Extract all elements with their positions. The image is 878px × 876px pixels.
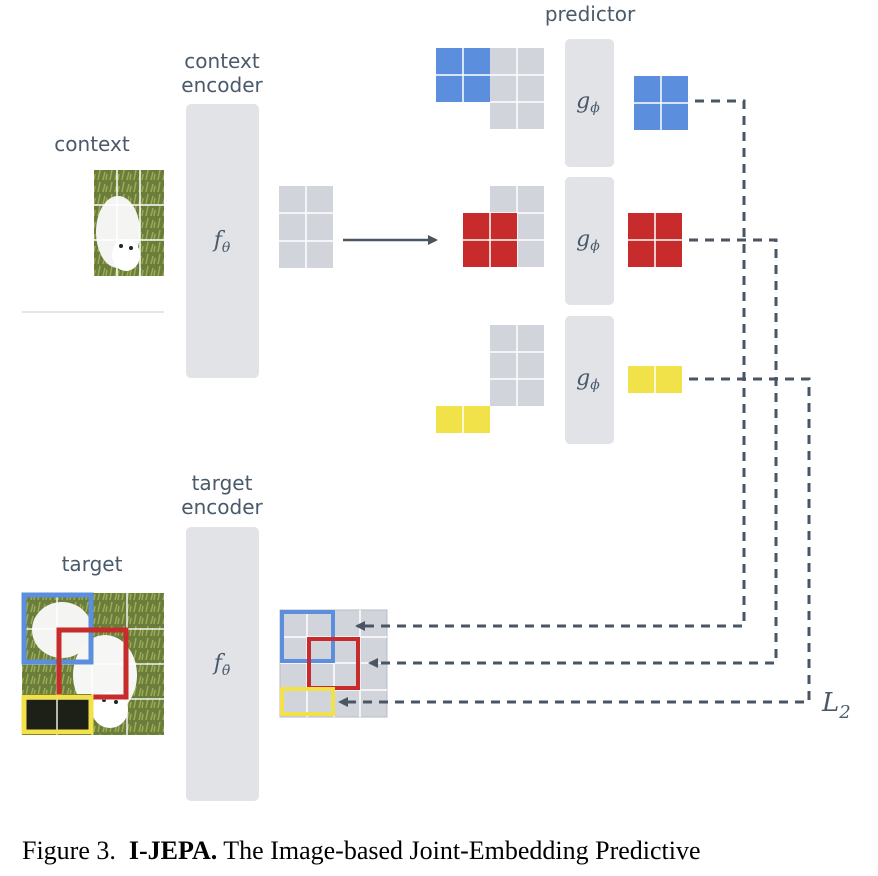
context-image <box>22 170 164 313</box>
figure-caption: Figure 3. I-JEPA. The Image-based Joint-… <box>22 836 872 866</box>
target-encoder-label-line2: encoder <box>181 495 263 519</box>
predictor-box-3: gϕ <box>565 316 614 444</box>
svg-text:gϕ: gϕ <box>576 227 600 254</box>
predictor-input-red <box>463 186 544 267</box>
target-encoder-label-line1: target <box>192 471 253 495</box>
predictor-box-2: gϕ <box>565 177 614 305</box>
predictor-box-1: gϕ <box>565 39 614 167</box>
target-label: target <box>62 552 123 576</box>
predictor-input-yellow <box>436 325 544 433</box>
svg-text:gϕ: gϕ <box>576 89 600 116</box>
svg-text:gϕ: gϕ <box>576 366 600 393</box>
caption-prefix: Figure 3. <box>22 836 116 865</box>
target-encoder: fθ̄ <box>186 527 259 801</box>
predictor-label: predictor <box>545 2 636 26</box>
loss-label: L2 <box>821 688 851 723</box>
loss-connectors <box>338 99 811 707</box>
predicted-embedding-yellow <box>628 366 682 393</box>
red-loss-connector <box>368 238 778 668</box>
predictor-input-blue <box>436 48 544 129</box>
context-label: context <box>54 132 130 156</box>
context-encoder-label-line2: encoder <box>181 73 263 97</box>
context-encoder: fθ <box>186 104 259 378</box>
context-embedding-grid <box>279 186 333 268</box>
blue-loss-connector <box>355 99 746 631</box>
context-encoder-label-line1: context <box>184 49 260 73</box>
predicted-embedding-blue <box>634 76 688 130</box>
caption-bold: I-JEPA. <box>128 836 218 865</box>
target-image <box>21 592 164 735</box>
yellow-loss-connector <box>338 377 811 707</box>
caption-text: The Image-based Joint-Embedding Predicti… <box>223 836 701 865</box>
predicted-embedding-red <box>628 213 682 267</box>
